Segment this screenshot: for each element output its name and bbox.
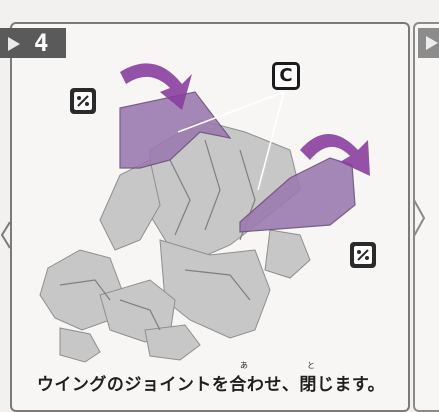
fold-arrow-icon bbox=[120, 63, 192, 110]
panel-connector-right bbox=[413, 199, 426, 237]
panel-connector-left bbox=[0, 221, 11, 249]
part-label: C bbox=[272, 62, 300, 90]
leader-line bbox=[257, 91, 285, 191]
robot-detail-lines bbox=[59, 139, 256, 331]
robot-body bbox=[39, 119, 311, 363]
wing-left bbox=[119, 91, 232, 169]
next-panel-edge bbox=[413, 22, 439, 412]
leader-line bbox=[177, 91, 285, 133]
furigana-to: と bbox=[307, 361, 315, 370]
step-number: 4 bbox=[34, 29, 49, 57]
step-arrow-icon bbox=[8, 37, 20, 51]
sticker-glyph bbox=[77, 95, 89, 107]
next-step-tab bbox=[418, 28, 439, 58]
fold-arrow-icon bbox=[300, 134, 370, 176]
instruction-text: ウイングのジョイントを合わせ、閉じます。 bbox=[36, 375, 386, 395]
wing-right bbox=[239, 157, 356, 233]
sticker-icon bbox=[70, 88, 96, 114]
sticker-glyph bbox=[357, 249, 369, 261]
step-arrow-icon bbox=[426, 36, 438, 50]
sticker-icon bbox=[350, 242, 376, 268]
furigana-a: あ bbox=[240, 361, 248, 370]
step-tab: 4 bbox=[0, 28, 66, 58]
